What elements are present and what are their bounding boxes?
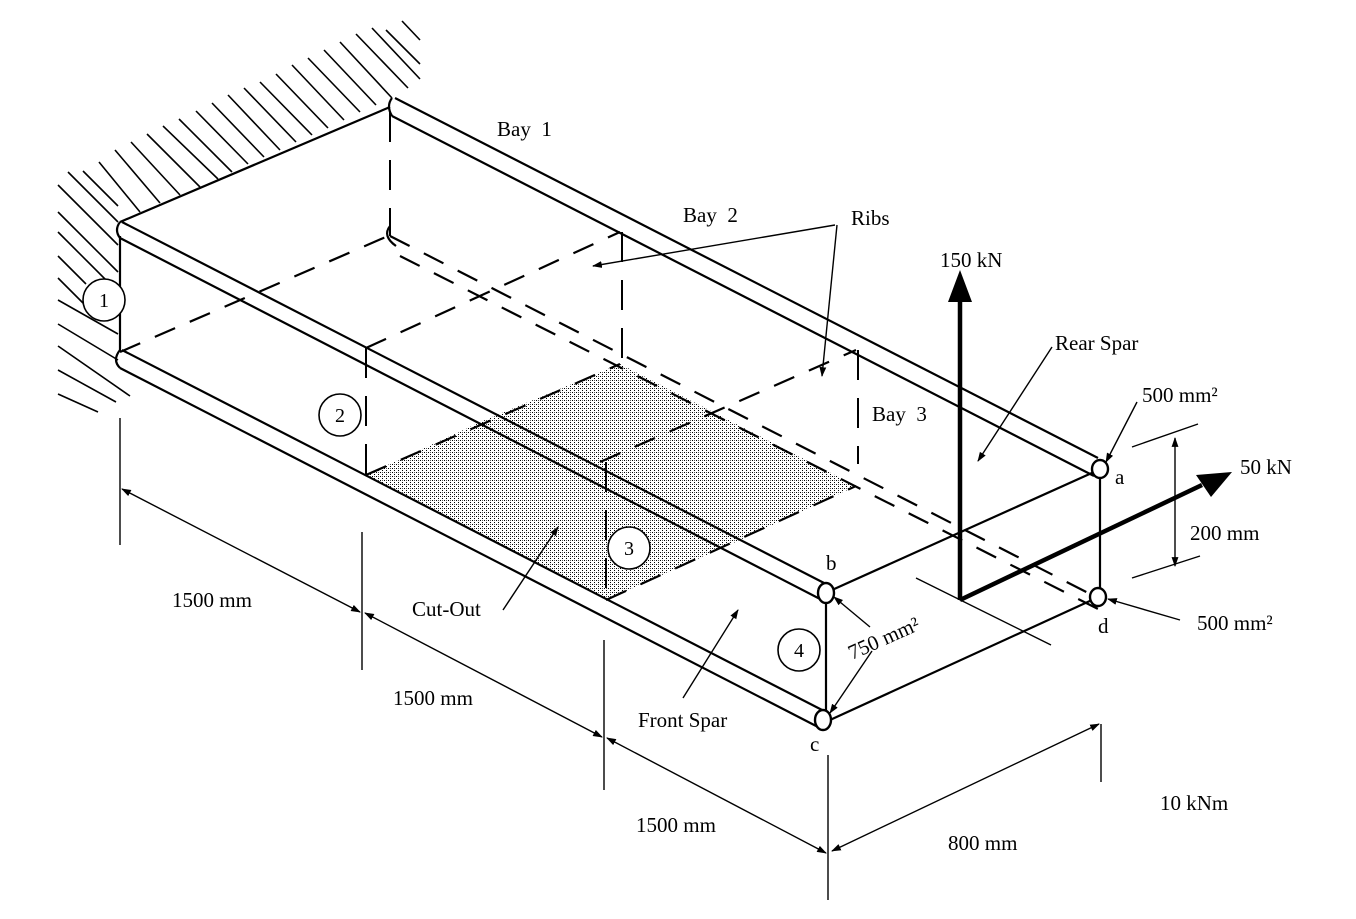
bottom-front-stringer	[119, 349, 827, 729]
bay-2-label: Bay 2	[683, 203, 738, 227]
boom-b	[816, 581, 836, 605]
boom-c	[813, 708, 833, 732]
boom-a-area: 500 mm²	[1142, 383, 1218, 407]
bay-3-label: Bay 3	[872, 402, 927, 426]
front-spar-label: Front Spar	[638, 708, 727, 732]
horizontal-load-arrow	[959, 472, 1232, 603]
tube-end-front-bottom-root	[114, 349, 121, 369]
boom-c-label: c	[810, 732, 819, 756]
bay-3-length-label: 1500 mm	[636, 813, 716, 837]
top-front-stringer	[119, 221, 827, 601]
ribs-leader-2	[819, 224, 838, 377]
boom-a-label: a	[1115, 465, 1125, 489]
cut-out-leader	[502, 526, 559, 611]
depth-dimension-label: 200 mm	[1190, 521, 1259, 545]
depth-dimension	[1131, 423, 1201, 579]
torque-label: 10 kNm	[1160, 791, 1228, 815]
panel-2-number: 2	[335, 405, 345, 427]
boom-d-area: 500 mm²	[1197, 611, 1273, 635]
tube-end-rear-bottom-root	[386, 225, 397, 247]
panel-4-number: 4	[794, 640, 804, 662]
bay-2-length-label: 1500 mm	[393, 686, 473, 710]
boom-d-label: d	[1098, 614, 1109, 638]
panel-3-number: 3	[624, 538, 634, 560]
fixed-wall-hatching	[57, 20, 421, 413]
cut-out-label: Cut-Out	[412, 597, 481, 621]
bay-1-length-label: 1500 mm	[172, 588, 252, 612]
horizontal-load-label: 50 kN	[1240, 455, 1292, 479]
boom-bc-area-leader-b	[833, 596, 871, 628]
boom-b-label: b	[826, 551, 837, 575]
tube-end-front-top-root	[115, 221, 121, 239]
cutout-region	[366, 364, 856, 600]
boom-bc-area-leader-c	[829, 650, 873, 714]
tube-end-rear-root	[387, 97, 393, 117]
rear-spar-label: Rear Spar	[1055, 331, 1138, 355]
panel-1-number: 1	[99, 290, 109, 312]
boom-d-area-leader	[1107, 598, 1181, 621]
panel-3-marker: 3	[607, 526, 651, 570]
front-spar-leader	[682, 609, 739, 699]
vertical-load-label: 150 kN	[940, 248, 1002, 272]
root-top-edge	[119, 105, 391, 224]
width-dimension-label: 800 mm	[948, 831, 1017, 855]
boom-a	[1090, 458, 1110, 480]
tip-rib-frame	[824, 470, 1102, 722]
hidden-lines	[119, 112, 1101, 611]
panel-2-marker: 2	[318, 393, 362, 437]
ribs-label: Ribs	[851, 206, 890, 230]
boom-a-area-leader	[1105, 401, 1138, 463]
rear-spar-leader	[977, 346, 1053, 462]
panel-1-marker: 1	[82, 278, 126, 322]
boom-bc-area: 750 mm²	[844, 612, 923, 665]
vertical-load-arrow	[948, 270, 972, 600]
load-reference-line	[915, 577, 1052, 646]
panel-4-marker: 4	[777, 628, 821, 672]
boom-d	[1088, 586, 1108, 608]
length-dimension-lines	[119, 418, 1102, 900]
top-rear-stringer	[391, 97, 1099, 477]
ribs-leader-1	[592, 224, 836, 268]
bay-1-label: Bay 1	[497, 117, 552, 141]
